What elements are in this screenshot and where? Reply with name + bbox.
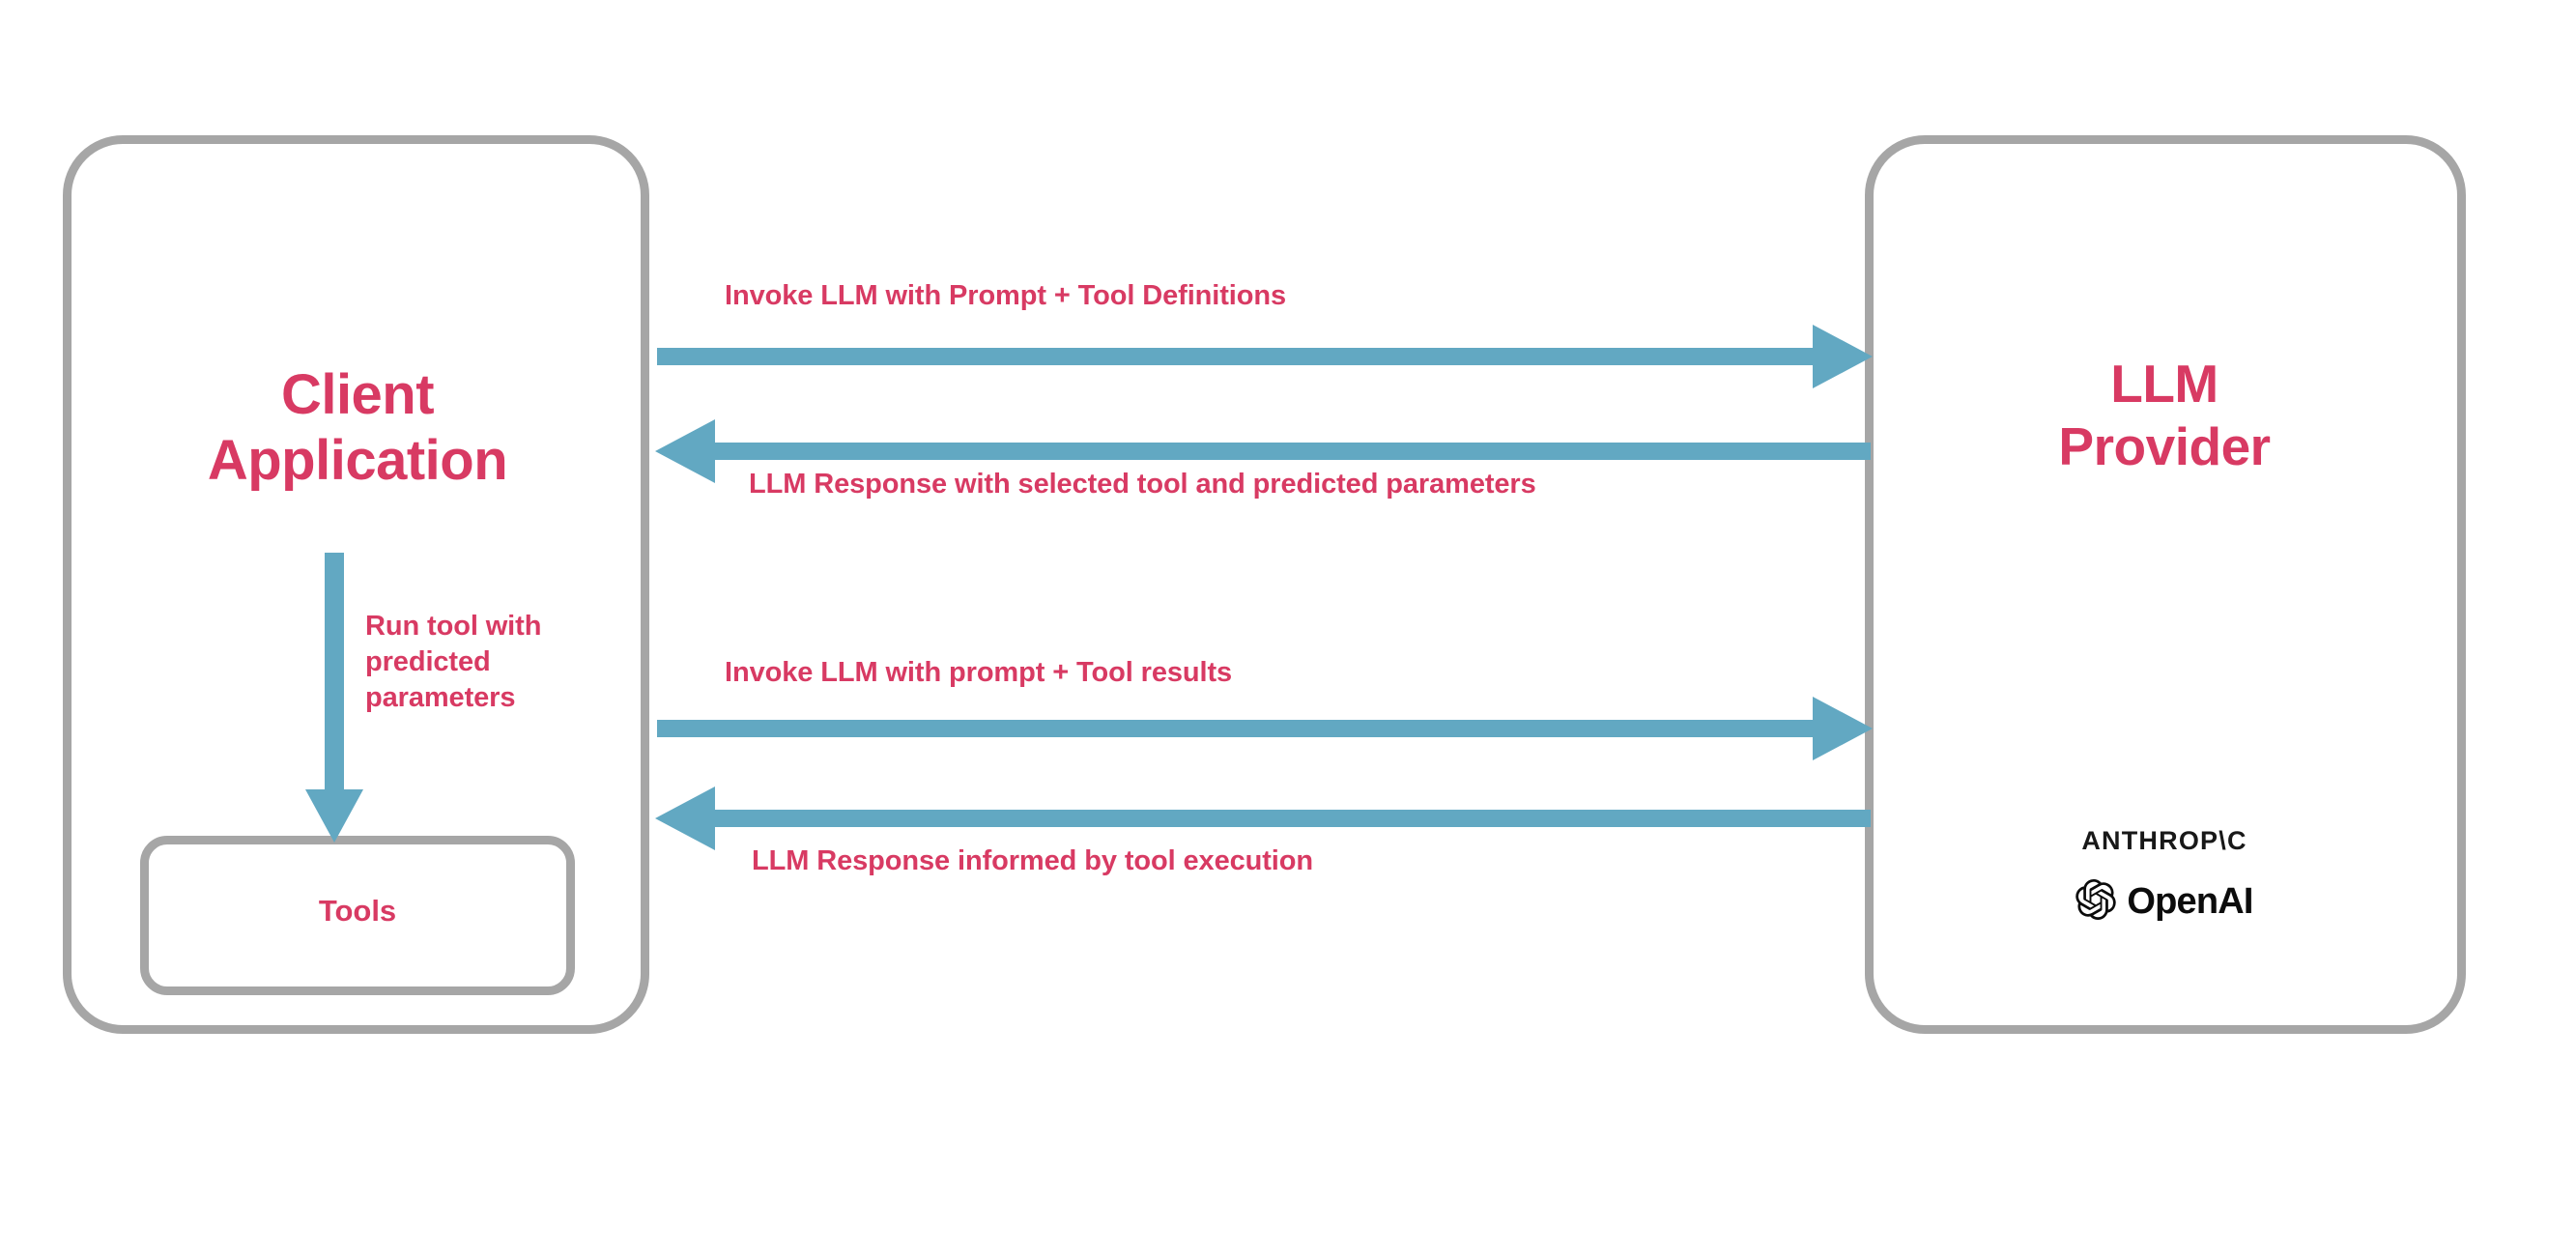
message-label-1: Invoke LLM with Prompt + Tool Definition… (725, 280, 1286, 311)
message-label-2: LLM Response with selected tool and pred… (749, 469, 1536, 500)
openai-wordmark-label: OpenAI (2127, 881, 2253, 922)
openai-flower-icon (2075, 879, 2117, 925)
message-arrow-4 (655, 781, 1871, 856)
tools-box (140, 836, 575, 995)
client-application-label: Client Application (207, 363, 508, 493)
tool-invocation-arrow (290, 553, 379, 843)
message-label-4: LLM Response informed by tool execution (752, 845, 1313, 876)
llm-provider-label: LLM Provider (2058, 354, 2271, 476)
message-label-3: Invoke LLM with prompt + Tool results (725, 657, 1233, 688)
anthropic-logo-icon: ANTHROP\C (2081, 826, 2247, 855)
vendor-logo-group: ANTHROP\C OpenAI (1884, 826, 2445, 925)
message-arrow-3 (657, 691, 1873, 766)
message-arrow-1 (657, 319, 1873, 394)
llm-provider-box (1865, 135, 2466, 1034)
message-arrow-2 (655, 414, 1871, 489)
tool-invocation-label: Run tool with predicted parameters (365, 611, 542, 714)
openai-logo-lockup: OpenAI (2075, 879, 2253, 925)
tools-label: Tools (318, 894, 397, 928)
